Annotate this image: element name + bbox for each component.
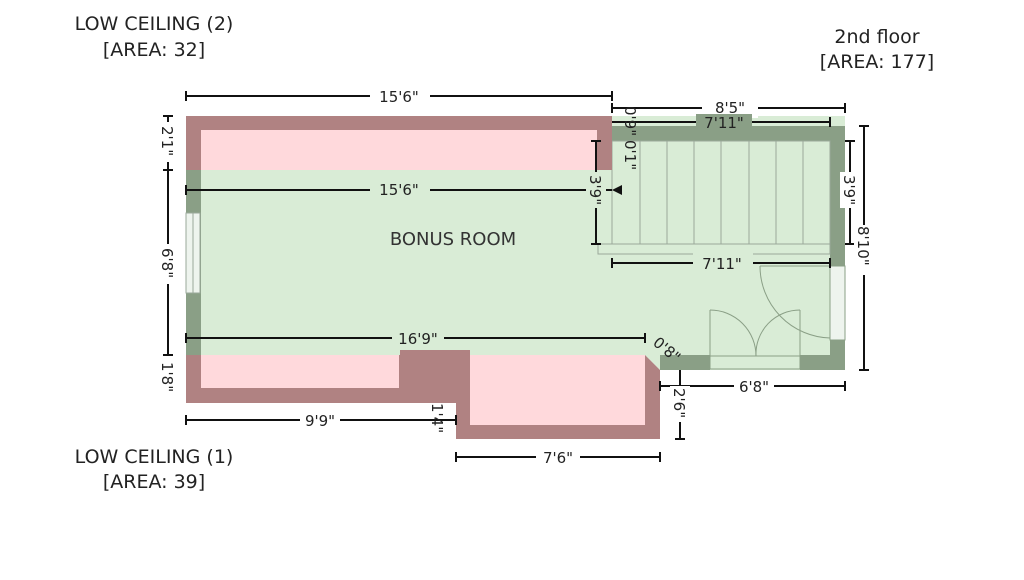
side-door[interactable]: [759, 265, 846, 341]
room-name: BONUS ROOM: [390, 229, 516, 250]
arrow-marker-icon: [612, 185, 622, 195]
dim-left-top: 2'1": [158, 126, 176, 156]
dim-stair-bottom: 7'11": [702, 255, 742, 273]
stair-top-wall: [612, 126, 845, 141]
bottom-right-wall: [660, 355, 710, 370]
low-ceiling-1-title: LOW CEILING (1): [75, 446, 234, 468]
dim-stair-depth-right: 3'9": [840, 175, 858, 205]
dim-bottom-left: 9'9": [305, 412, 335, 430]
dimension-labels: 15'6" 15'6" 8'5" 7'11" 7'11" 0'9" 0'1" 3…: [158, 86, 874, 467]
dim-stair-top: 7'11": [704, 114, 744, 132]
dim-inner-width: 15'6": [379, 181, 419, 199]
right-wall: [830, 126, 845, 266]
low-ceiling-2-area-label: [AREA: 32]: [103, 39, 205, 61]
dim-bottom-right: 7'6": [543, 449, 573, 467]
staircase[interactable]: [597, 140, 831, 255]
double-door[interactable]: [709, 309, 801, 357]
dim-lower-width: 16'9": [398, 330, 438, 348]
dim-stair-gap-a: 0'9": [621, 106, 639, 136]
dim-left-mid: 6'8": [158, 248, 176, 278]
dim-stair-total: 8'5": [715, 99, 745, 117]
dim-stair-gap-b: 0'1": [621, 140, 639, 170]
bottom-right-wall-2: [800, 355, 845, 370]
low-ceiling-2-title: LOW CEILING (2): [75, 13, 234, 35]
dim-right-height: 8'10": [854, 226, 872, 266]
dim-notch: 2'6": [670, 388, 688, 418]
dim-step: 1'4": [428, 403, 446, 433]
dim-left-bottom: 1'8": [158, 362, 176, 392]
floor-title: 2nd floor: [834, 26, 919, 48]
dim-door-wall: 6'8": [739, 378, 769, 396]
low-ceiling-1-area-label: [AREA: 39]: [103, 471, 205, 493]
dim-top-width: 15'6": [379, 88, 419, 106]
door-sill: [709, 355, 801, 370]
floor-area-label: [AREA: 177]: [820, 51, 934, 73]
dim-stair-depth-left: 3'9": [586, 175, 604, 205]
